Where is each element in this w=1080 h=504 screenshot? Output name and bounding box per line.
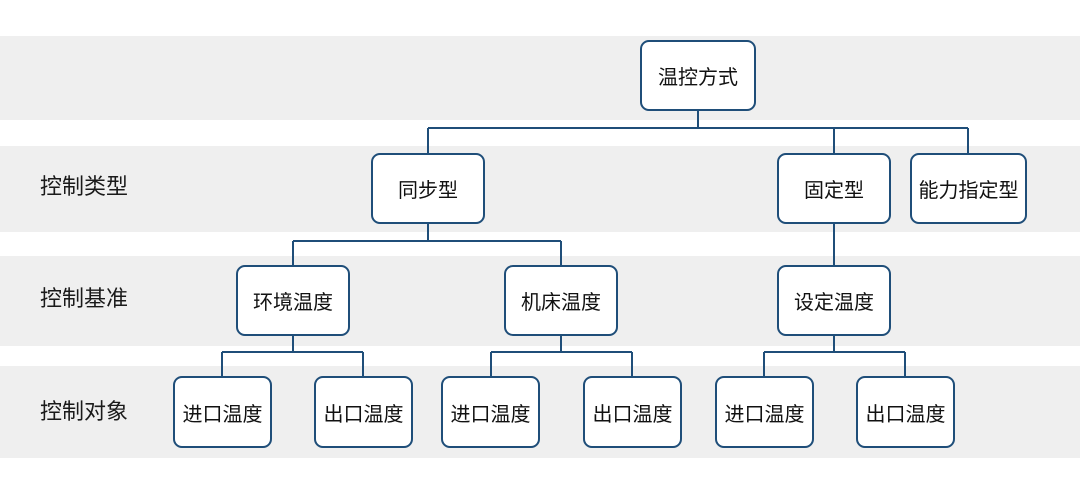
- node-sync: 同步型: [371, 153, 485, 224]
- node-machine: 机床温度: [504, 265, 618, 336]
- node-inlet-2: 进口温度: [441, 376, 540, 448]
- node-outlet-2: 出口温度: [583, 376, 682, 448]
- node-fixed: 固定型: [777, 153, 891, 224]
- node-root: 温控方式: [640, 40, 756, 111]
- band-root-row: [0, 36, 1080, 120]
- node-outlet-1: 出口温度: [314, 376, 413, 448]
- node-outlet-3: 出口温度: [856, 376, 955, 448]
- node-inlet-3: 进口温度: [715, 376, 814, 448]
- node-inlet-1: 进口温度: [173, 376, 272, 448]
- row-label-control-object: 控制对象: [40, 400, 129, 425]
- row-label-control-basis: 控制基准: [40, 287, 129, 312]
- row-label-control-type: 控制类型: [40, 175, 129, 200]
- node-capacity: 能力指定型: [910, 153, 1027, 224]
- band-type-row: [0, 146, 1080, 232]
- node-setpoint: 设定温度: [777, 265, 891, 336]
- node-ambient: 环境温度: [236, 265, 350, 336]
